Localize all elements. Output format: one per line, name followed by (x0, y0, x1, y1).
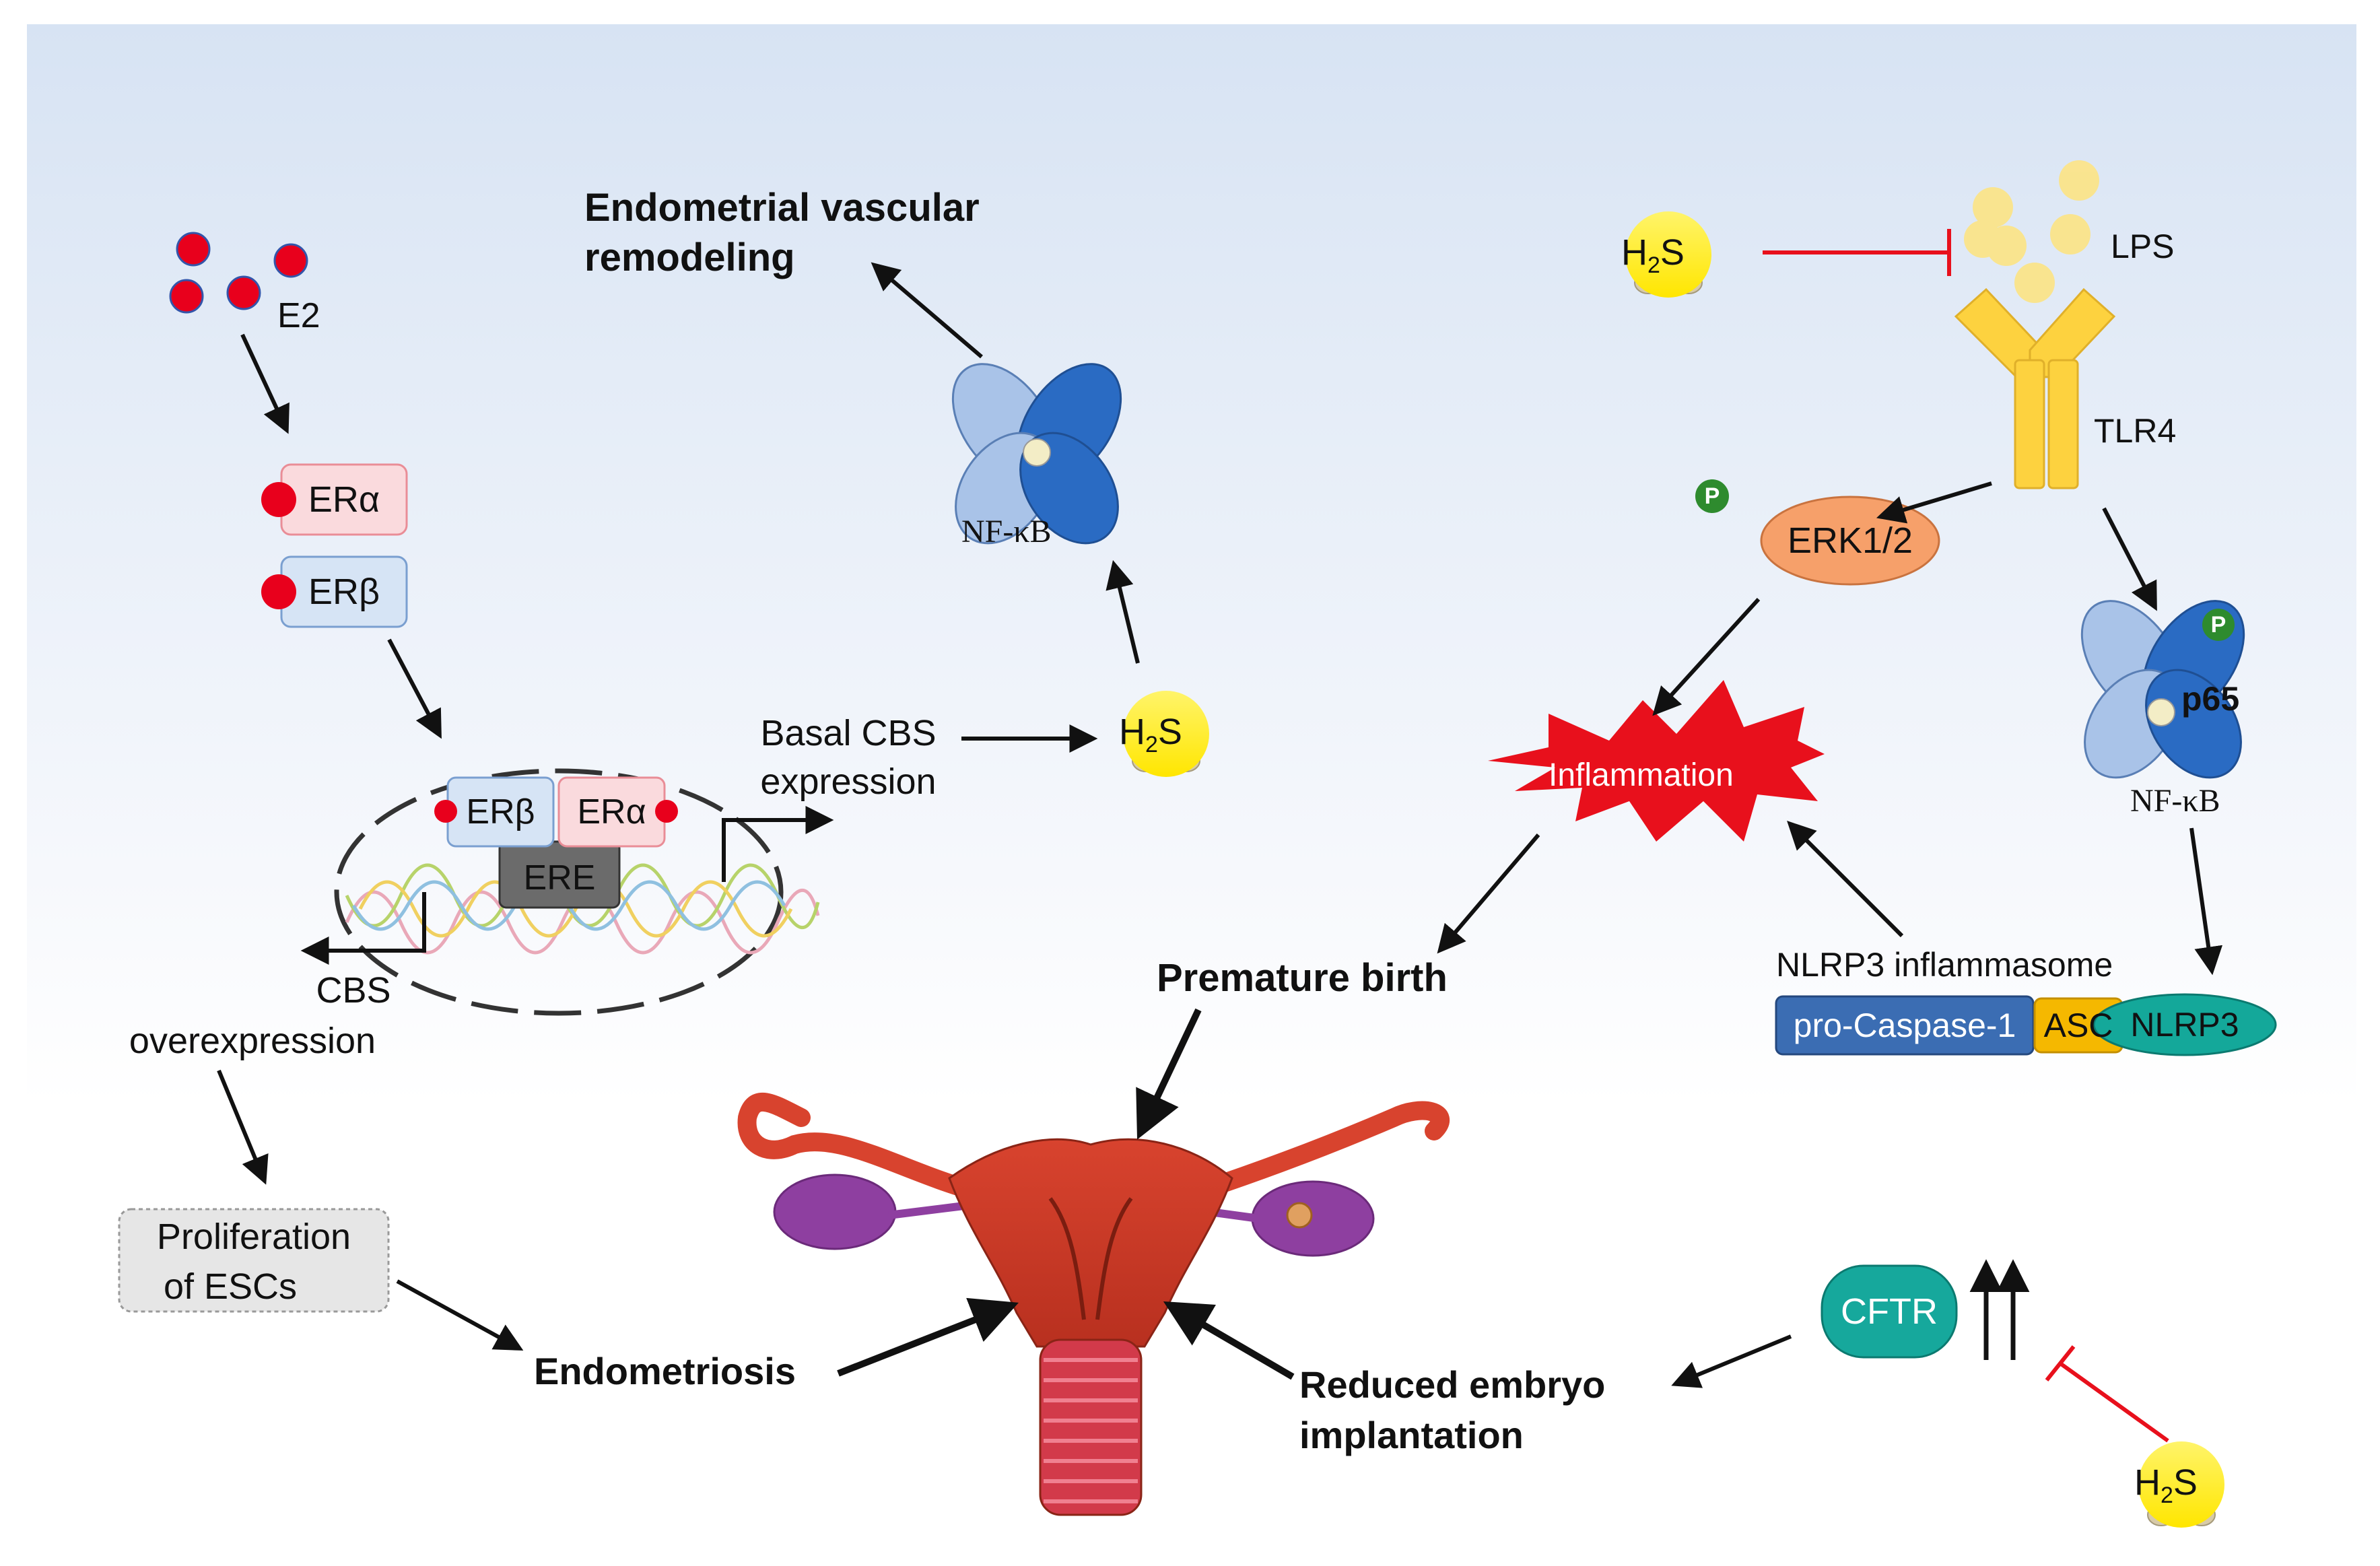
h2s-label-top-right: H2S (1621, 232, 1685, 278)
h2s-molecule-bottom-right (2138, 1441, 2224, 1528)
er-beta-label: ERβ (308, 572, 380, 612)
nucleus-er-alpha-ligand (655, 800, 678, 823)
nfkb-label-top: NF-κB (961, 514, 1052, 549)
tss-arrow-left (300, 892, 426, 965)
lps-label: LPS (2111, 228, 2175, 265)
cbs-over-line2: overexpression (129, 1021, 376, 1061)
h2s-molecule-top-right (1625, 211, 1711, 298)
inflammation-burst (1488, 680, 1825, 842)
reduced-line2: implantation (1299, 1414, 1524, 1456)
nfkb-label-right: NF-κB (2130, 783, 2220, 819)
pro-caspase-box (1775, 995, 2035, 1056)
nucleus-outline (334, 768, 784, 1016)
nlrp3-ellipse (2093, 993, 2277, 1056)
tlr4-label: TLR4 (2094, 412, 2177, 450)
nfkb-complex-top (951, 363, 1122, 545)
nlrp3-title: NLRP3 inflammasome (1776, 946, 2113, 984)
vascular-line2: remodeling (584, 236, 795, 279)
lps-particles (1964, 160, 2099, 303)
nucleus-er-alpha-label: ERα (577, 792, 646, 831)
proliferation-box (118, 1208, 390, 1313)
er-alpha-label: ERα (308, 479, 380, 520)
er-beta-ligand (261, 574, 296, 609)
ere-label: ERE (523, 858, 596, 897)
erk-label: ERK1/2 (1787, 520, 1913, 561)
reduced-line1: Reduced embryo (1299, 1363, 1606, 1406)
cftr-shape (1821, 1264, 1958, 1359)
endometriosis-label: Endometriosis (534, 1350, 796, 1392)
thick-arrows-to-uterus (837, 1008, 1295, 1380)
asc-label: ASC (2043, 1007, 2113, 1044)
upregulation-arrows (1969, 1259, 2030, 1360)
h2s-label-top-left: H2S (1119, 712, 1182, 757)
vascular-line1: Endometrial vascular (584, 186, 980, 230)
proliferation-line2: of ESCs (163, 1266, 298, 1307)
h2s-label-bottom-right: H2S (2134, 1462, 2198, 1508)
cbs-over-line1: CBS (316, 970, 391, 1011)
pathway-arrows (217, 262, 2223, 1388)
nucleus-er-beta-label: ERβ (466, 792, 535, 831)
inflammation-label: Inflammation (1549, 757, 1734, 793)
premature-birth-label: Premature birth (1157, 956, 1448, 1000)
nucleus-er-beta-ligand (434, 800, 457, 823)
h2s-molecule-top-left (1123, 691, 1209, 777)
nfkb-complex-p65 (2080, 600, 2245, 779)
cftr-label: CFTR (1841, 1291, 1938, 1332)
inhibition-lines (1763, 229, 2169, 1443)
basal-cbs-line2: expression (760, 761, 937, 802)
tlr4-receptor (1954, 287, 2116, 489)
pro-caspase-label: pro-Caspase-1 (1793, 1007, 2016, 1044)
nlrp3-label: NLRP3 (2130, 1006, 2239, 1044)
tss-arrow-right (722, 806, 834, 882)
erk-phospho-label: P (1704, 483, 1720, 509)
erk-phospho-circle (1695, 479, 1729, 513)
basal-cbs-line1: Basal CBS (760, 713, 937, 753)
e2-label: E2 (277, 296, 320, 335)
p65-label: p65 (2181, 680, 2240, 718)
uterus-illustration (737, 1092, 1450, 1516)
er-alpha-ligand (261, 482, 296, 517)
proliferation-line1: Proliferation (156, 1217, 351, 1257)
estrogen-dots (169, 232, 308, 314)
p65-phospho-label: P (2210, 611, 2226, 638)
